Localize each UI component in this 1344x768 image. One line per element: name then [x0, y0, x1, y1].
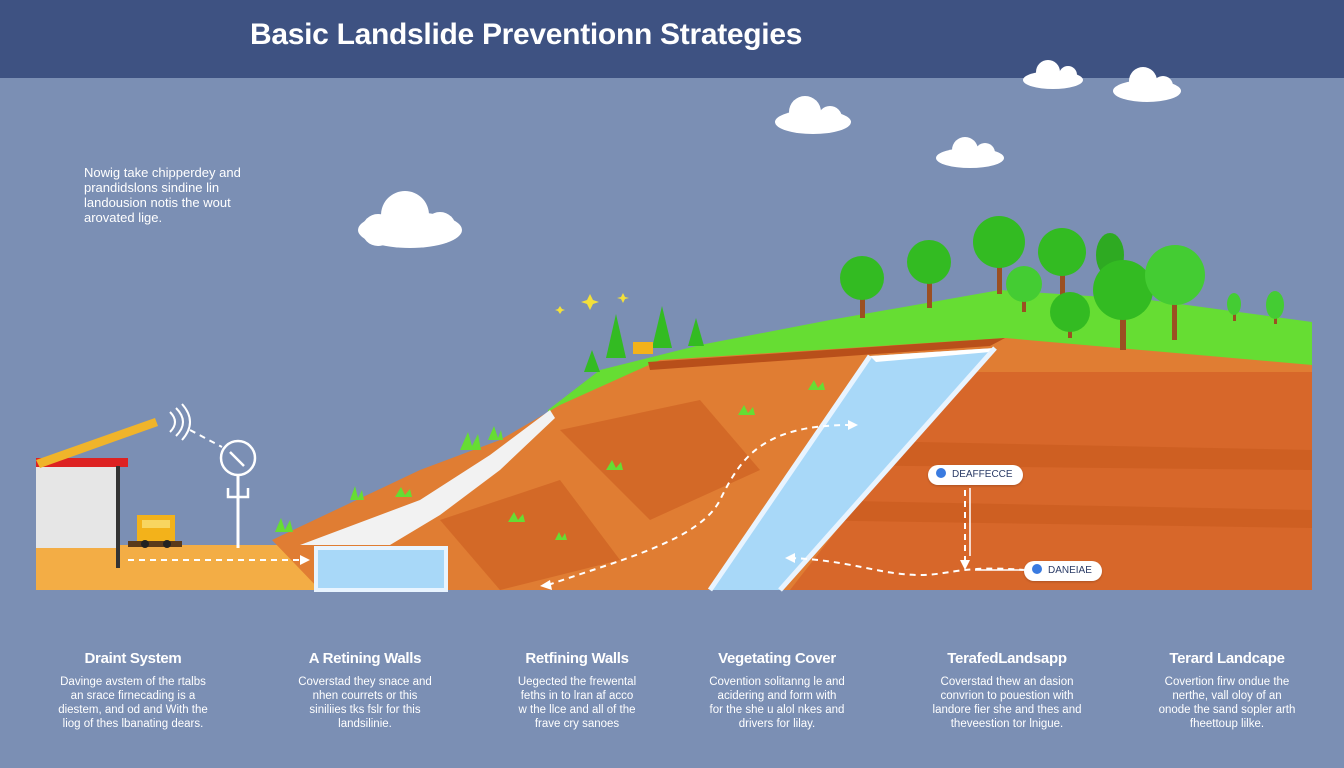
callout-deaffecce: DEAFFECCE [928, 465, 1023, 485]
page-title: Basic Landslide Preventionn Strategies [250, 18, 803, 51]
sparkles [555, 293, 629, 314]
channel-edge [778, 346, 997, 592]
tree [1266, 291, 1284, 324]
small-trees [584, 306, 704, 372]
tree [1006, 266, 1042, 312]
strategy-description: Covention solitanng le and acidering and… [709, 676, 845, 730]
strategy-description: Davinge avstem of the rtalbs an srace fi… [58, 676, 208, 730]
water-channel [710, 348, 995, 590]
intro-text: Nowig take chipperdey and prandidslons s… [84, 165, 241, 225]
info-dot-icon [936, 468, 946, 478]
building [36, 466, 118, 548]
cloud [936, 137, 1004, 168]
strategy-terraced-landscape: TerafedLandsapp Coverstad thew an dasion… [917, 640, 1097, 731]
arrowheads [300, 420, 970, 590]
info-dot-icon [1032, 564, 1042, 574]
soil-shade [440, 480, 620, 590]
soil-stripe [810, 440, 1312, 470]
cloud [775, 96, 851, 134]
cloud [1113, 67, 1181, 102]
strategy-vegetating-cover: Vegetating Cover Covention solitanng le … [687, 640, 867, 731]
tree [1050, 292, 1090, 338]
tree [907, 240, 951, 308]
channel-edge [707, 354, 873, 592]
strategy-title: Terard Landcape [1169, 650, 1285, 667]
flow-arrows [128, 424, 1026, 586]
forest [840, 216, 1284, 350]
drain-trough [314, 546, 448, 592]
strategy-retfining-walls: Retfining Walls Uegected the frewental f… [487, 640, 667, 731]
utility-vehicle [128, 515, 182, 548]
strategy-title: Vegetating Cover [718, 650, 836, 667]
strategy-list: Draint System Davinge avstem of the rtal… [0, 640, 1344, 768]
strategy-title: A Retining Walls [308, 650, 422, 667]
landslide-illustration [36, 60, 1312, 592]
building-roof [36, 458, 128, 467]
tree [840, 256, 884, 318]
strategy-title: Retfining Walls [525, 650, 629, 667]
strategy-retaining-walls: A Retining Walls Coverstad they snace an… [275, 640, 455, 731]
tree [1038, 228, 1086, 298]
retaining-slope [300, 410, 555, 545]
crane-arm [36, 418, 158, 468]
signal-icon [169, 403, 191, 441]
header-bar: Basic Landslide Preventionn Strategies [0, 0, 1344, 78]
strategy-description: Uegected the frewental feths in to lran … [517, 676, 637, 730]
callout-daneiae: DANEIAE [1024, 561, 1102, 581]
strategy-terraced-landscape-2: Terard Landcape Covertion firw ondue the… [1137, 640, 1317, 731]
channel-rim [870, 348, 995, 362]
cabin [633, 342, 653, 354]
strategy-description: Covertion firw ondue the nerthe, vall ol… [1158, 676, 1296, 730]
clouds [358, 60, 1181, 248]
strategy-title: TerafedLandsapp [947, 650, 1067, 667]
soil-shade [560, 400, 760, 520]
grass-tufts [275, 380, 825, 540]
strategy-description: Coverstad they snace and nhen courrets o… [298, 676, 432, 730]
soil-stripe [790, 500, 1312, 528]
strategy-description: Coverstad thew an dasion convrion to pou… [932, 676, 1082, 730]
cloud [1023, 60, 1083, 89]
tree [1227, 293, 1241, 321]
cloud [358, 191, 462, 248]
sensor-pole [219, 439, 257, 548]
tree [973, 216, 1025, 294]
strategy-drain-system: Draint System Davinge avstem of the rtal… [43, 640, 223, 731]
tree [1145, 245, 1205, 340]
strategy-title: Draint System [84, 650, 182, 667]
tree [1093, 260, 1153, 350]
soil-rim [648, 338, 1005, 370]
building-post [116, 466, 120, 568]
